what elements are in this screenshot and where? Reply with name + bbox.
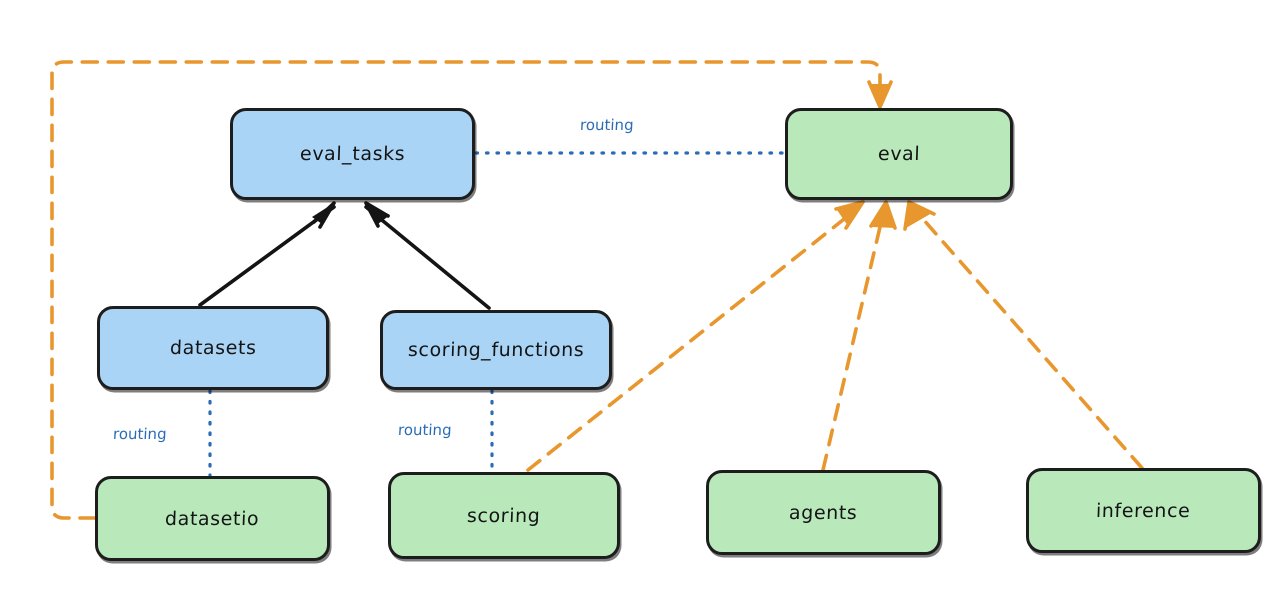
node-scoring-functions[interactable]: scoring_functions [380, 310, 612, 390]
node-label-eval-tasks: eval_tasks [299, 143, 406, 165]
node-label-eval: eval [877, 143, 921, 165]
node-datasetio[interactable]: datasetio [95, 476, 330, 561]
node-label-datasets: datasets [169, 337, 257, 359]
edge-scoring-to-eval [526, 200, 865, 472]
node-eval[interactable]: eval [785, 108, 1013, 200]
edge-label-routing-eval-tasks-eval: routing [577, 116, 637, 134]
node-datasets[interactable]: datasets [97, 306, 329, 390]
edge-scoring-functions-to-eval-tasks [364, 201, 491, 310]
node-scoring[interactable]: scoring [388, 472, 620, 559]
node-label-agents: agents [788, 501, 859, 524]
node-agents[interactable]: agents [706, 470, 941, 555]
node-eval-tasks[interactable]: eval_tasks [230, 108, 475, 200]
edge-label-routing-datasets-datasetio: routing [110, 425, 170, 443]
edge-datasets-to-eval-tasks [198, 201, 336, 307]
node-label-scoring: scoring [466, 504, 542, 527]
edge-agents-to-eval [821, 200, 897, 472]
node-label-scoring-functions: scoring_functions [407, 339, 585, 361]
node-label-datasetio: datasetio [165, 507, 260, 530]
node-label-inference: inference [1095, 499, 1192, 522]
node-inference[interactable]: inference [1026, 468, 1261, 553]
edge-inference-to-eval [903, 200, 1144, 470]
edge-eval-to-datasetio [50, 60, 893, 520]
edge-label-routing-scoring-functions-scoring: routing [395, 421, 455, 439]
